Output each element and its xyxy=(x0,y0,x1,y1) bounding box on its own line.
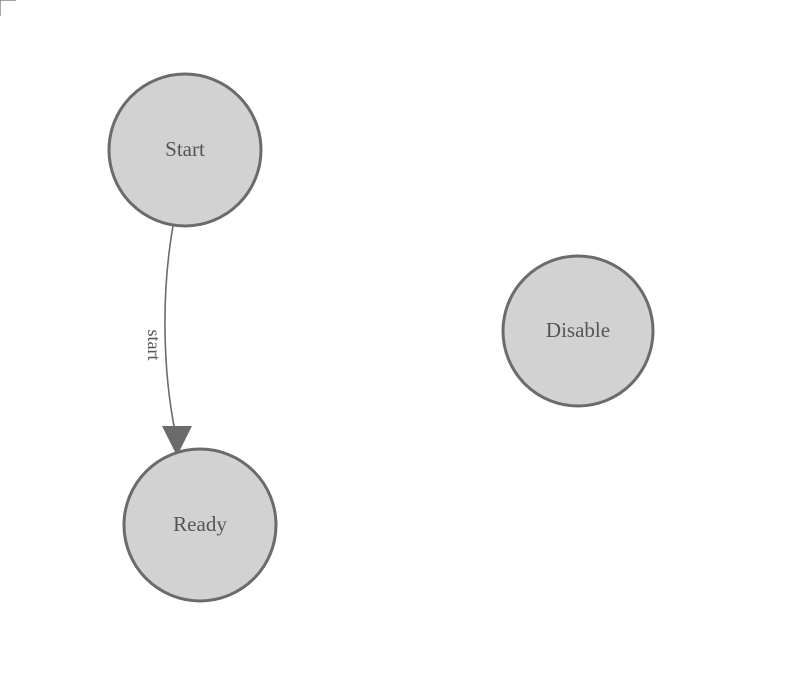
node-start-label: Start xyxy=(165,137,205,161)
node-ready-label: Ready xyxy=(173,512,227,536)
arrowhead-icon xyxy=(162,426,192,456)
node-ready[interactable]: Ready xyxy=(122,447,278,603)
node-disable-label: Disable xyxy=(546,318,610,342)
edge-start-to-ready[interactable]: start xyxy=(144,225,192,456)
edge-line xyxy=(164,225,177,437)
node-ready-circle[interactable] xyxy=(122,447,278,603)
node-disable-circle[interactable] xyxy=(501,254,655,408)
edge-label-start: start xyxy=(144,330,164,361)
node-disable[interactable]: Disable xyxy=(501,254,655,408)
origin-corner-bracket-icon xyxy=(0,0,16,16)
node-start-circle[interactable] xyxy=(107,72,263,228)
node-start[interactable]: Start xyxy=(107,72,263,228)
